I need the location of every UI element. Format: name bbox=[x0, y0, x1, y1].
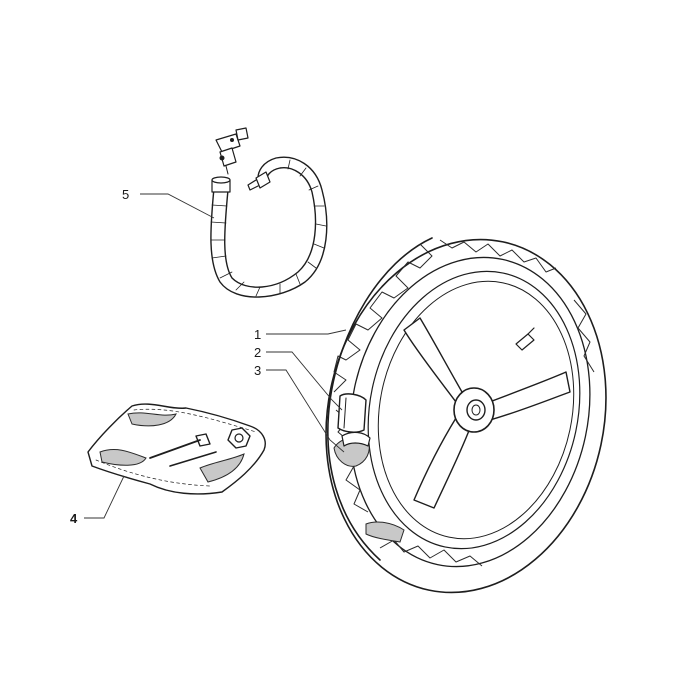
inner-tube-icon bbox=[337, 393, 367, 433]
leader-lines bbox=[84, 193, 347, 519]
wheel-assembly bbox=[325, 237, 607, 594]
callout-5: 5 bbox=[122, 187, 129, 202]
callout-labels: 5 1 2 3 4 bbox=[70, 187, 261, 526]
callout-2: 2 bbox=[254, 345, 261, 360]
repair-kit-pouch-icon bbox=[87, 403, 266, 495]
callout-1: 1 bbox=[254, 327, 261, 342]
callout-3: 3 bbox=[254, 363, 261, 378]
inflation-hose-icon bbox=[210, 127, 328, 298]
valve-adapter-icon bbox=[215, 127, 249, 175]
rim-spokes-icon bbox=[403, 317, 571, 509]
rim-strip-icon bbox=[333, 431, 405, 543]
callout-4: 4 bbox=[70, 511, 78, 526]
